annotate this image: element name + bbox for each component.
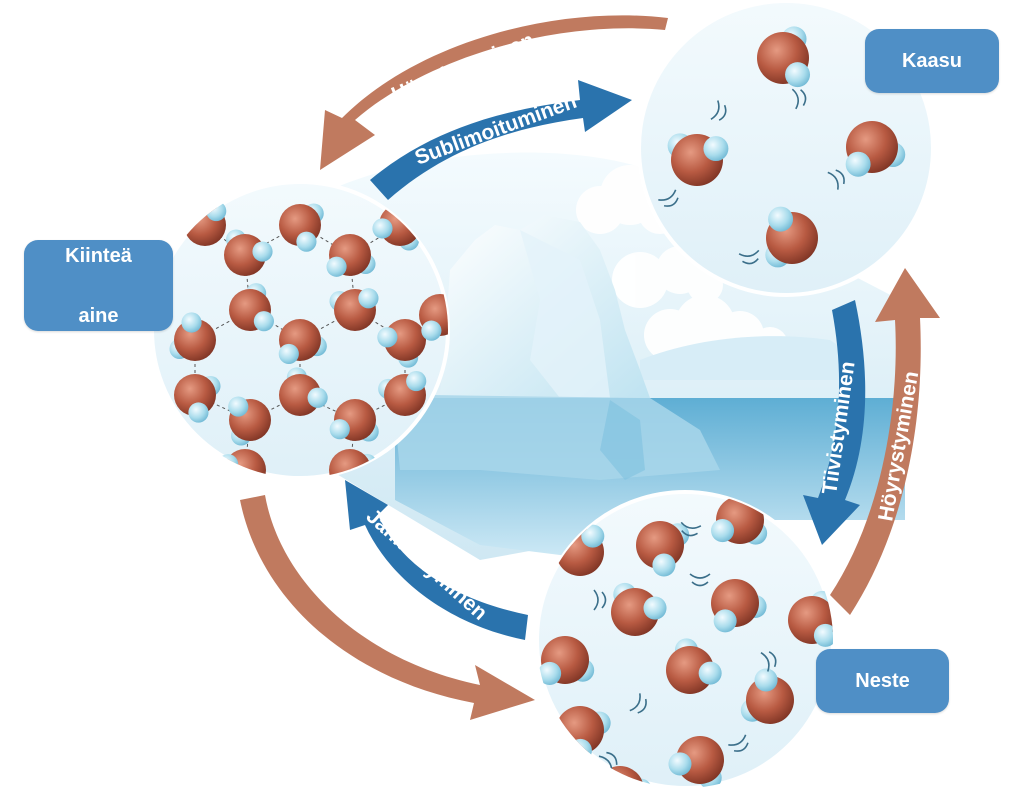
motion-lines	[710, 100, 727, 121]
motion-lines	[629, 693, 647, 714]
water-molecule	[279, 203, 324, 252]
motion-lines	[658, 189, 679, 207]
gas-state-label: Kaasu	[865, 29, 999, 93]
water-molecule	[765, 206, 818, 268]
water-molecule	[711, 579, 767, 633]
motion-lines	[593, 589, 607, 611]
water-molecule	[377, 319, 426, 368]
motion-lines	[680, 521, 702, 537]
liquid-state-label: Neste	[816, 649, 949, 713]
water-molecule	[278, 319, 327, 364]
motion-lines	[760, 651, 777, 672]
water-molecule	[666, 638, 722, 694]
motion-lines	[738, 249, 760, 265]
motion-lines	[689, 573, 711, 587]
water-molecule	[667, 133, 729, 186]
motion-lines	[827, 169, 845, 190]
water-molecule	[228, 396, 271, 446]
water-molecule	[740, 668, 794, 724]
water-molecule	[329, 399, 379, 442]
water-molecule	[279, 367, 328, 416]
motion-lines	[791, 88, 807, 110]
water-molecule	[174, 374, 221, 423]
water-molecule	[273, 479, 321, 524]
water-molecule	[224, 229, 273, 276]
water-molecule	[845, 121, 906, 177]
deposition-arrow: Härmistyminen	[320, 15, 668, 170]
water-molecule	[419, 294, 448, 341]
water-molecule	[611, 582, 667, 636]
motion-lines	[728, 734, 749, 752]
water-molecule	[757, 26, 811, 88]
water-molecule	[538, 636, 595, 685]
water-molecule	[326, 234, 376, 277]
gas-molecule-circle	[637, 0, 935, 297]
water-molecule	[229, 283, 274, 332]
water-molecule	[788, 590, 833, 647]
water-molecule	[169, 312, 216, 361]
water-molecule	[329, 288, 379, 331]
deposition-label: Härmistyminen	[388, 28, 537, 106]
water-molecule	[378, 371, 427, 416]
liquid-molecule-circle	[535, 490, 835, 790]
water-molecule	[668, 736, 724, 788]
water-molecule	[636, 521, 690, 577]
